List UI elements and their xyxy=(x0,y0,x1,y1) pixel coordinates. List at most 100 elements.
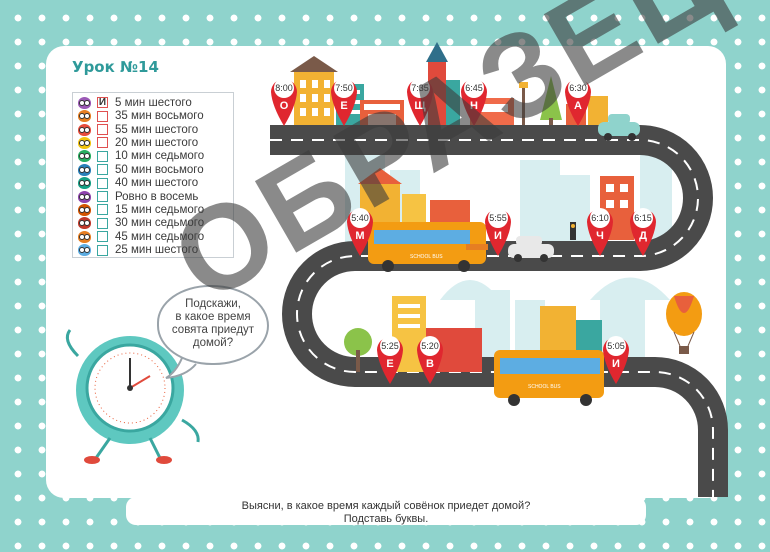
pin-time: 5:40 xyxy=(351,213,369,223)
answer-box[interactable] xyxy=(97,204,108,216)
pin-face xyxy=(410,78,430,98)
bubble-line-3: совята приедут xyxy=(171,324,255,336)
answer-box[interactable] xyxy=(97,177,108,189)
owl-icon xyxy=(78,177,91,190)
pin-time: 5:25 xyxy=(381,341,399,351)
answer-box[interactable] xyxy=(97,231,108,243)
pin-face xyxy=(464,78,484,98)
answer-box[interactable] xyxy=(97,137,108,149)
pin-time: 8:00 xyxy=(275,83,293,93)
pin-time: 5:20 xyxy=(421,341,439,351)
pin-letter: Ч xyxy=(596,230,604,242)
answer-box[interactable] xyxy=(97,244,108,256)
bubble-line-4: домой? xyxy=(192,337,234,349)
owl-icon xyxy=(78,96,91,109)
pin-face xyxy=(380,336,400,356)
pin-time: 6:10 xyxy=(591,213,609,223)
answer-box[interactable] xyxy=(97,110,108,122)
pin-face xyxy=(606,336,626,356)
pin-letter: Е xyxy=(386,358,393,370)
speech-bubble xyxy=(157,285,269,365)
pin-time: 6:30 xyxy=(569,83,587,93)
row-time-text: Ровно в восемь xyxy=(115,190,199,203)
answer-box[interactable]: И xyxy=(97,97,108,109)
row-time-text: 30 мин седьмого xyxy=(115,217,205,230)
map-pin: 5:20В xyxy=(417,336,443,384)
speech-bubble-text: Подскажи, в какое время совята приедут д… xyxy=(161,298,265,350)
bubble-line-2: в какое время xyxy=(175,311,251,323)
owl-icon xyxy=(78,203,91,216)
pin-letter: Н xyxy=(470,100,478,112)
speech-bubble-tail xyxy=(165,357,197,379)
table-row: 40 мин шестого xyxy=(73,176,233,190)
lesson-title: Урок №14 xyxy=(72,58,159,76)
pin-face xyxy=(488,208,508,228)
map-pin: 6:30А xyxy=(565,78,591,126)
map-pin: 5:25Е xyxy=(377,336,403,384)
row-time-text: 10 мин седьмого xyxy=(115,150,205,163)
bus-middle: SCHOOL BUS xyxy=(368,222,488,272)
table-row: 15 мин седьмого xyxy=(73,203,233,217)
pin-face xyxy=(274,78,294,98)
answer-box[interactable] xyxy=(97,124,108,136)
map-pin: 8:00О xyxy=(271,78,297,126)
pin-face xyxy=(420,336,440,356)
owl-icon xyxy=(78,123,91,136)
table-row: 45 мин седьмого xyxy=(73,230,233,244)
footer-bar xyxy=(126,497,646,525)
pin-face xyxy=(334,78,354,98)
footer-instructions: Выясни, в какое время каждый совёнок при… xyxy=(126,500,646,526)
pins-layer: 8:00О 7:50Е 7:35Щ 6:45Н 6:30А 5:40М 5:55И 6:10Ч… xyxy=(271,78,656,384)
answer-box[interactable] xyxy=(97,164,108,176)
answer-box[interactable] xyxy=(97,191,108,203)
owl-icon xyxy=(78,163,91,176)
pin-letter: В xyxy=(426,358,434,370)
pin-time: 6:15 xyxy=(634,213,652,223)
row-time-text: 25 мин шестого xyxy=(115,244,199,257)
row-time-text: 50 мин восьмого xyxy=(115,163,204,176)
map-pin: 6:15Д xyxy=(630,208,656,256)
owl-icon xyxy=(78,217,91,230)
map-pin: 6:10Ч xyxy=(587,208,613,256)
pin-letter: М xyxy=(355,230,364,242)
pin-letter: И xyxy=(612,358,620,370)
bubble-line-1: Подскажи, xyxy=(185,298,241,310)
table-row: 30 мин седьмого xyxy=(73,217,233,231)
row-time-text: 5 мин шестого xyxy=(115,96,192,109)
pin-letter: Щ xyxy=(414,100,426,112)
pin-face xyxy=(590,208,610,228)
pin-letter: Е xyxy=(340,100,347,112)
pin-time: 7:50 xyxy=(335,83,353,93)
owl-icon xyxy=(78,190,91,203)
owl-icon xyxy=(78,110,91,123)
owl-icon xyxy=(78,136,91,149)
row-time-text: 55 мин шестого xyxy=(115,123,199,136)
answer-box[interactable] xyxy=(97,150,108,162)
table-row: 20 мин шестого xyxy=(73,136,233,150)
pin-time: 7:35 xyxy=(411,83,429,93)
owl-icon xyxy=(78,244,91,257)
pin-time: 5:05 xyxy=(607,341,625,351)
row-time-text: 35 мин восьмого xyxy=(115,110,204,123)
map-pin: 7:35Щ xyxy=(407,78,433,126)
map-pin: 6:45Н xyxy=(461,78,487,126)
row-time-text: 45 мин седьмого xyxy=(115,230,205,243)
footer-line-2: Подставь буквы. xyxy=(343,513,429,525)
pin-time: 5:55 xyxy=(489,213,507,223)
owl-icon xyxy=(78,150,91,163)
bus-label-middle: SCHOOL BUS xyxy=(410,254,443,260)
road xyxy=(270,125,728,497)
owl-icon xyxy=(78,230,91,243)
pin-time: 6:45 xyxy=(465,83,483,93)
pin-face xyxy=(633,208,653,228)
table-row: И 5 мин шестого xyxy=(73,96,233,110)
table-row: 35 мин восьмого xyxy=(73,109,233,123)
row-time-text: 15 мин седьмого xyxy=(115,203,205,216)
map-pin: 7:50Е xyxy=(331,78,357,126)
answer-box[interactable] xyxy=(97,217,108,229)
map-pin: 5:40М xyxy=(347,208,373,256)
table-row: 50 мин восьмого xyxy=(73,163,233,177)
row-time-text: 40 мин шестого xyxy=(115,177,199,190)
